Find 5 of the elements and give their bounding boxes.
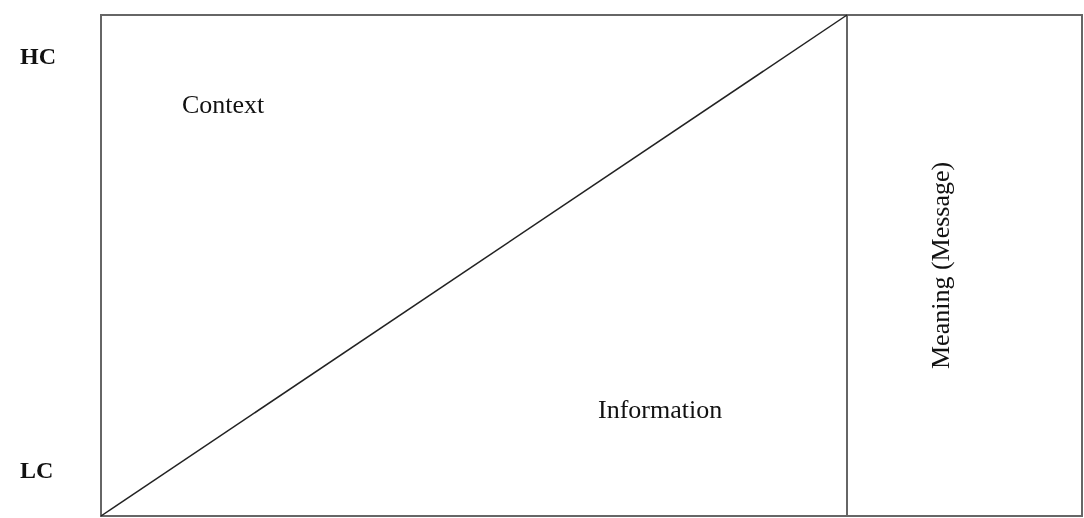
axis-label: LC [20,458,54,482]
vertical-label: Meaning (Message) [928,150,954,380]
region-label: Context [182,92,265,118]
region-label: Information [598,397,723,423]
axis-label: HC [20,44,56,68]
